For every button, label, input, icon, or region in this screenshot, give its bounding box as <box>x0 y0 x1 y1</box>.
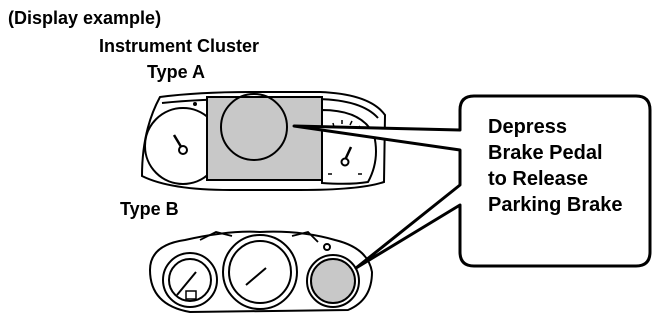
callout-bubble <box>292 94 652 270</box>
type-a-label: Type A <box>147 62 206 82</box>
type-b-label: Type B <box>120 199 179 219</box>
type-b-highlighted-gauge <box>310 258 356 304</box>
type-a-cluster <box>140 91 387 191</box>
type-a-highlighted-display <box>206 96 323 181</box>
display-example-label: (Display example) <box>8 8 162 28</box>
instrument-cluster-heading: Instrument Cluster <box>99 36 260 56</box>
type-b-cluster <box>148 230 374 314</box>
callout-line: to Release <box>488 168 589 190</box>
callout-message: Depress Brake Pedal to Release Parking B… <box>488 114 623 218</box>
callout-line: Parking Brake <box>488 194 623 216</box>
callout-line: Brake Pedal <box>488 142 603 164</box>
type-a-highlight-circle <box>220 93 288 161</box>
callout-line: Depress <box>488 116 567 138</box>
